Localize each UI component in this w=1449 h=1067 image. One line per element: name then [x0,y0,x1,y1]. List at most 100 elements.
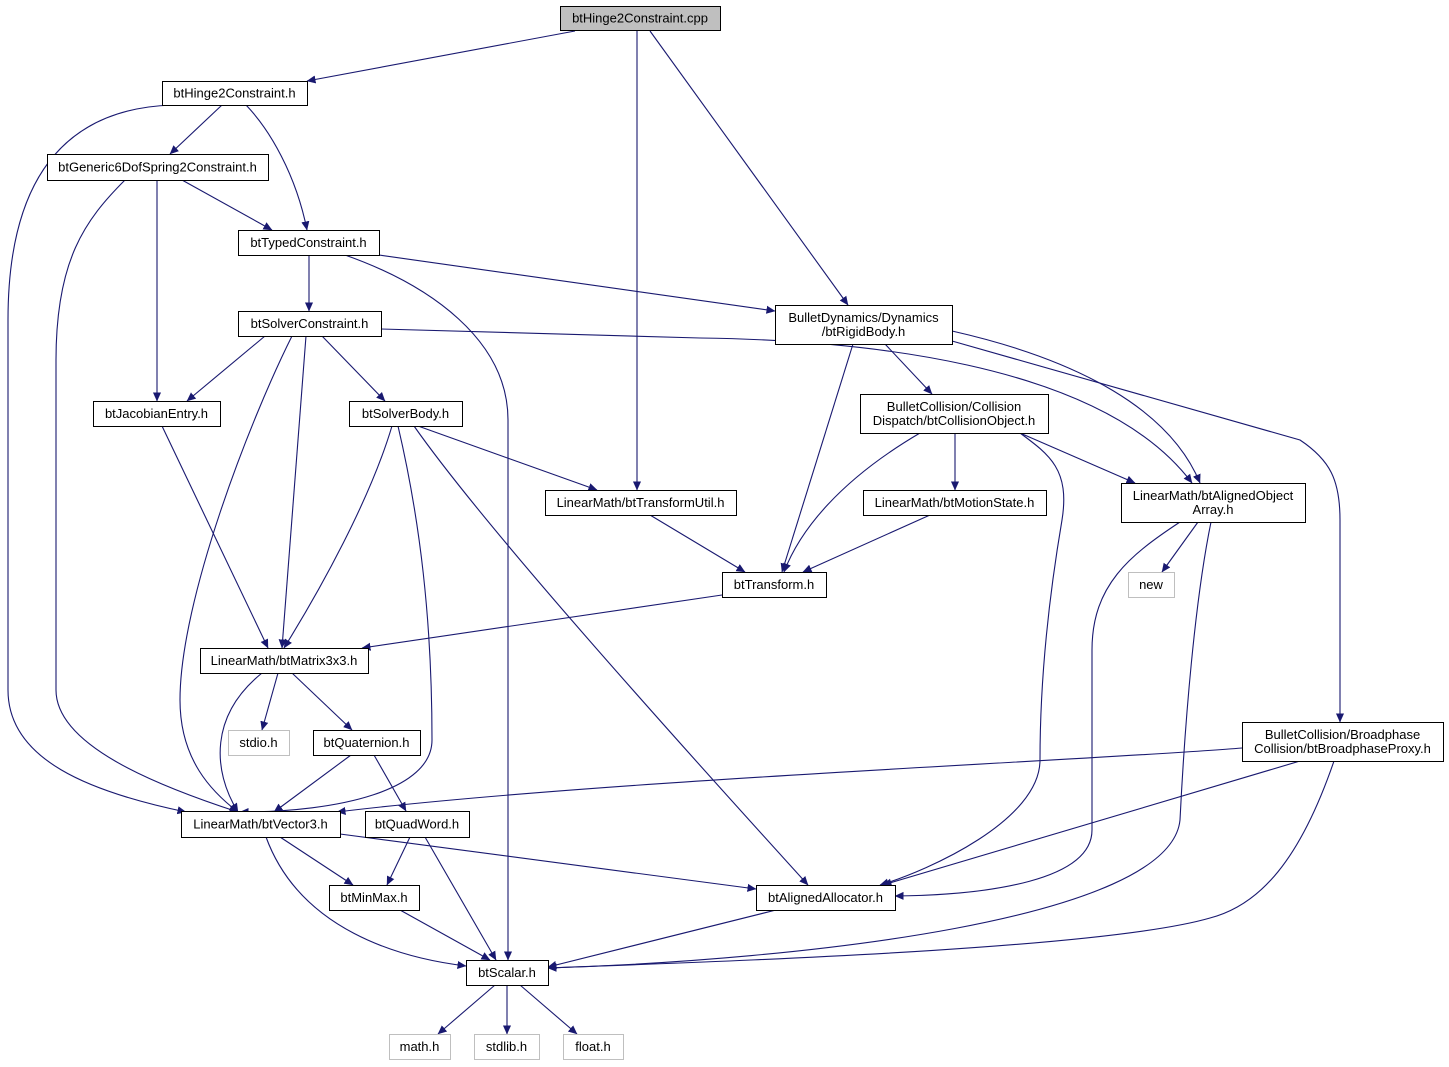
node-box [238,230,380,256]
node-root[interactable]: btHinge2Constraint.cpp [560,6,721,31]
node-typed[interactable]: btTypedConstraint.h [238,230,380,256]
edge-rigid-to-colobj [884,343,933,395]
edge-mat-to-quat [291,672,353,731]
node-box [365,811,470,838]
node-label: btScalar.h [478,965,536,980]
edge-sbody-to-vec3 [239,425,433,817]
node-rigid[interactable]: BulletDynamics/Dynamics/btRigidBody.h [775,305,953,345]
edge-bproxy-to-scalar [547,760,1335,972]
edge-qword-to-scalar [424,836,497,961]
edge-hinge2-to-g6dof [169,104,223,155]
node-label: new [1139,577,1163,592]
edge-scalar-to-float [519,984,578,1035]
node-label: BulletCollision/Collision [887,399,1021,414]
node-jac[interactable]: btJacobianEntry.h [93,401,221,427]
node-label: btQuaternion.h [323,735,409,750]
edge-aoa-to-new [1161,521,1199,573]
edge-quat-to-vec3 [273,754,352,813]
node-box [1128,572,1175,598]
node-box [756,885,896,911]
edge-qword-to-minmax [386,836,411,886]
node-box [47,154,269,181]
edge-mat-to-stdio [260,672,279,731]
node-label: Collision/btBroadphaseProxy.h [1254,741,1431,756]
node-box [474,1034,540,1060]
edge-jac-to-mat [161,425,269,649]
node-box [860,394,1049,434]
node-box [389,1034,451,1060]
edge-rigid-to-trans [780,343,854,573]
node-label: LinearMath/btTransformUtil.h [557,495,725,510]
node-label: btTypedConstraint.h [250,235,366,250]
node-hinge2[interactable]: btHinge2Constraint.h [162,81,308,106]
node-minmax[interactable]: btMinMax.h [329,885,420,911]
node-motion[interactable]: LinearMath/btMotionState.h [863,490,1047,516]
edge-rigid-to-bproxy [951,340,1345,723]
edge-colobj-to-trans [783,432,921,573]
node-label: stdlib.h [486,1039,527,1054]
edge-sbody-to-tutil [417,425,598,491]
node-box [466,960,549,986]
node-label: BulletCollision/Broadphase [1265,727,1420,742]
node-label: btSolverConstraint.h [251,316,369,331]
edge-sbody-to-mat [283,425,393,649]
node-scalar[interactable]: btScalar.h [466,960,549,986]
node-label: BulletDynamics/Dynamics [788,310,939,325]
node-label: Array.h [1193,502,1234,517]
edge-motion-to-trans [802,514,931,573]
node-label: btHinge2Constraint.cpp [572,11,708,26]
node-bproxy[interactable]: BulletCollision/BroadphaseCollision/btBr… [1242,722,1444,762]
node-box [563,1034,624,1060]
node-box [162,81,308,106]
node-box [93,401,221,427]
node-tutil[interactable]: LinearMath/btTransformUtil.h [545,490,737,516]
node-vec3[interactable]: LinearMath/btVector3.h [181,811,341,838]
edge-quat-to-qword [373,754,407,812]
node-label: btSolverBody.h [362,406,449,421]
node-quat[interactable]: btQuaternion.h [313,730,421,756]
node-label: btQuadWord.h [375,817,459,832]
edge-g6dof-to-vec3 [55,179,239,814]
edge-hinge2-to-typed [245,104,310,231]
node-alloc[interactable]: btAlignedAllocator.h [756,885,896,911]
node-label: math.h [400,1039,440,1054]
node-box [545,490,737,516]
node-mat[interactable]: LinearMath/btMatrix3x3.h [200,648,369,674]
edge-solverc-to-aoa [380,328,1193,484]
node-label: btAlignedAllocator.h [768,890,883,905]
node-stdlib: stdlib.h [474,1034,540,1060]
edge-tutil-to-trans [649,514,746,573]
edge-colobj-to-alloc [879,432,1065,887]
node-solverc[interactable]: btSolverConstraint.h [238,311,382,337]
node-trans[interactable]: btTransform.h [722,572,827,598]
node-colobj[interactable]: BulletCollision/CollisionDispatch/btColl… [860,394,1049,434]
edges [7,30,1345,1035]
edge-typed-to-rigid [378,254,776,314]
node-g6dof[interactable]: btGeneric6DofSpring2Constraint.h [47,154,269,181]
node-qword[interactable]: btQuadWord.h [365,811,470,838]
node-box [1242,722,1444,762]
node-label: /btRigidBody.h [822,324,906,339]
node-label: btGeneric6DofSpring2Constraint.h [58,160,257,175]
node-label: LinearMath/btVector3.h [193,817,327,832]
node-box [181,811,341,838]
node-math: math.h [389,1034,451,1060]
edge-g6dof-to-typed [181,179,273,231]
edge-solverc-to-jac [186,335,266,402]
edge-sbody-to-alloc [413,425,809,886]
edge-vec3-to-scalar [265,836,467,969]
node-box [1121,483,1306,523]
node-box [238,311,382,337]
node-label: Dispatch/btCollisionObject.h [873,413,1036,428]
node-sbody[interactable]: btSolverBody.h [349,401,463,427]
edge-aoa-to-alloc [894,521,1181,900]
node-box [200,648,369,674]
node-box [775,305,953,345]
edge-solverc-to-mat [278,335,307,649]
edge-minmax-to-scalar [399,909,491,961]
node-label: btMinMax.h [340,890,407,905]
node-label: LinearMath/btMatrix3x3.h [211,653,358,668]
node-label: btHinge2Constraint.h [173,86,295,101]
